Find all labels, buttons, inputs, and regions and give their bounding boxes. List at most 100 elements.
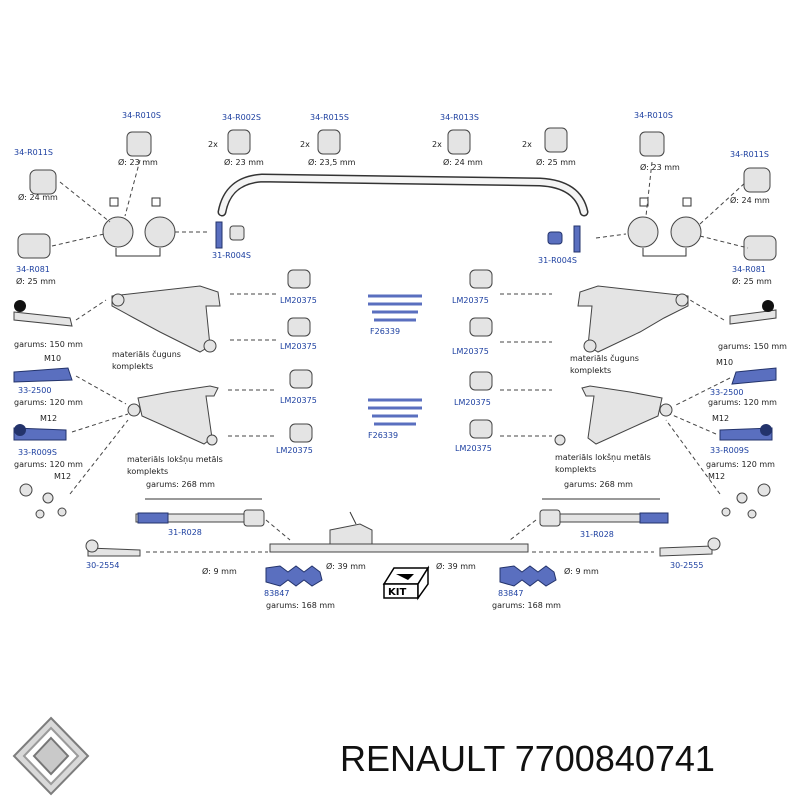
svg-text:34-R081: 34-R081 [732, 265, 766, 274]
silent-block-lm20375-group: LM20375 LM20375 LM20375 LM20375 LM20375 … [276, 269, 493, 455]
svg-text:2x: 2x [300, 140, 310, 149]
svg-text:Ø: 24 mm: Ø: 24 mm [443, 157, 483, 167]
left-tie-rod-31-R028: garums: 268 mm 31-R028 [135, 480, 291, 541]
svg-text:31-R004S: 31-R004S [538, 256, 577, 265]
svg-text:Ø: 9 mm: Ø: 9 mm [202, 566, 237, 576]
svg-text:34-R015S: 34-R015S [310, 113, 349, 122]
right-tie-rod-end-30-2555: 30-2555 Ø: 9 mm [532, 537, 721, 576]
svg-text:materiāls lokšņu metāls: materiāls lokšņu metāls [127, 454, 223, 465]
left-hardware-set-m12: M12 [19, 419, 129, 519]
left-bushing-34-R010S: 34-R010S Ø: 23 mm [118, 111, 161, 167]
svg-text:Ø: 9 mm: Ø: 9 mm [564, 566, 599, 576]
bolt-kit-f26339-upper: F26339 [368, 294, 422, 336]
svg-text:LM20375: LM20375 [454, 398, 491, 407]
right-link-31-R004S: 31-R004S [538, 225, 581, 265]
left-bushing-34-R011S: 34-R011S Ø: 24 mm [14, 148, 58, 202]
svg-text:LM20375: LM20375 [452, 296, 489, 305]
svg-text:31-R028: 31-R028 [168, 528, 202, 537]
left-ball-joint-150: garums: 150 mm [13, 299, 107, 349]
bushing-25mm: 2x Ø: 25 mm [522, 127, 576, 167]
svg-text:LM20375: LM20375 [276, 446, 313, 455]
left-rack-boot-83847: 83847 garums: 168 mm [264, 565, 335, 610]
steering-rack: Ø: 39 mm Ø: 39 mm [269, 511, 529, 571]
svg-text:Ø: 39 mm: Ø: 39 mm [326, 561, 366, 571]
svg-text:M10: M10 [716, 358, 733, 367]
svg-text:31-R028: 31-R028 [580, 530, 614, 539]
left-link-31-R004S: 31-R004S [212, 221, 251, 260]
right-tie-rod-31-R028: garums: 268 mm 31-R028 [509, 480, 669, 541]
svg-text:LM20375: LM20375 [280, 342, 317, 351]
svg-text:LM20375: LM20375 [280, 296, 317, 305]
right-rack-boot-83847: 83847 garums: 168 mm [492, 565, 561, 610]
svg-text:31-R004S: 31-R004S [212, 251, 251, 260]
svg-text:garums: 268 mm: garums: 268 mm [146, 480, 215, 489]
left-bushing-34-R081: 34-R081 Ø: 25 mm [16, 233, 56, 286]
svg-text:garums: 150 mm: garums: 150 mm [14, 340, 83, 349]
svg-text:83847: 83847 [264, 589, 289, 598]
right-bushing-34-R011S: 34-R011S Ø: 24 mm [730, 150, 771, 205]
svg-text:garums: 168 mm: garums: 168 mm [266, 601, 335, 610]
left-lower-control-arm: materiāls lokšņu metāls komplekts [127, 385, 276, 476]
right-clamp-assembly [595, 161, 749, 257]
svg-text:Ø: 23,5 mm: Ø: 23,5 mm [308, 157, 356, 167]
svg-text:F26339: F26339 [368, 431, 398, 440]
part-number: 7700840741 [514, 738, 715, 779]
svg-text:30-2555: 30-2555 [670, 561, 703, 570]
svg-text:34-R002S: 34-R002S [222, 113, 261, 122]
svg-text:M10: M10 [44, 354, 61, 363]
svg-text:30-2554: 30-2554 [86, 561, 119, 570]
bushing-34-R013S: 2x 34-R013S Ø: 24 mm [432, 113, 483, 167]
svg-text:materiāls čuguns: materiāls čuguns [570, 353, 639, 363]
svg-text:2x: 2x [208, 140, 218, 149]
svg-text:garums: 120 mm: garums: 120 mm [14, 398, 83, 407]
svg-text:83847: 83847 [498, 589, 523, 598]
svg-text:F26339: F26339 [370, 327, 400, 336]
right-bushing-34-R081: 34-R081 Ø: 25 mm [732, 235, 777, 286]
renault-logo-icon [12, 716, 90, 796]
svg-text:33-2500: 33-2500 [710, 388, 743, 397]
stabilizer-bar [217, 173, 589, 217]
right-ball-joint-33-2500: M10 33-2500 garums: 120 mm [673, 358, 777, 407]
svg-text:KIT: KIT [388, 587, 406, 598]
kit-box-icon: KIT [382, 565, 430, 601]
right-ball-joint-33-R009S: M12 33-R009S garums: 120 mm [669, 413, 775, 469]
svg-text:komplekts: komplekts [127, 467, 168, 476]
brand-name: RENAULT [340, 738, 505, 779]
bushing-34-R002S: 2x 34-R002S Ø: 23 mm [208, 113, 264, 167]
left-clamp-assembly [51, 159, 208, 257]
right-ball-joint-150: garums: 150 mm [689, 299, 787, 351]
svg-text:komplekts: komplekts [112, 362, 153, 371]
svg-text:Ø: 39 mm: Ø: 39 mm [436, 561, 476, 571]
left-upper-control-arm: materiāls čuguns komplekts [111, 285, 278, 371]
svg-text:Ø: 23 mm: Ø: 23 mm [224, 157, 264, 167]
svg-text:LM20375: LM20375 [452, 347, 489, 356]
bolt-kit-f26339-lower: F26339 [368, 398, 422, 440]
svg-text:33-R009S: 33-R009S [710, 446, 749, 455]
svg-text:M12: M12 [40, 414, 57, 423]
svg-text:33-R009S: 33-R009S [18, 448, 57, 457]
svg-text:34-R010S: 34-R010S [122, 111, 161, 120]
svg-text:34-R081: 34-R081 [16, 265, 50, 274]
svg-text:komplekts: komplekts [555, 465, 596, 474]
svg-text:garums: 120 mm: garums: 120 mm [706, 460, 775, 469]
svg-text:Ø: 25 mm: Ø: 25 mm [16, 276, 56, 286]
right-lower-control-arm: materiāls lokšņu metāls komplekts [500, 385, 673, 474]
svg-text:34-R013S: 34-R013S [440, 113, 479, 122]
svg-text:Ø: 25 mm: Ø: 25 mm [536, 157, 576, 167]
svg-text:Ø: 23 mm: Ø: 23 mm [640, 162, 680, 172]
svg-text:33-2500: 33-2500 [18, 386, 51, 395]
svg-text:garums: 268 mm: garums: 268 mm [564, 480, 633, 489]
left-tie-rod-end-30-2554: 30-2554 Ø: 9 mm [85, 539, 268, 576]
svg-text:LM20375: LM20375 [280, 396, 317, 405]
svg-text:garums: 150 mm: garums: 150 mm [718, 342, 787, 351]
bushing-34-R015S: 2x 34-R015S Ø: 23,5 mm [300, 113, 356, 167]
svg-text:M12: M12 [708, 472, 725, 481]
svg-text:34-R011S: 34-R011S [14, 148, 53, 157]
svg-text:Ø: 24 mm: Ø: 24 mm [730, 195, 770, 205]
svg-text:garums: 120 mm: garums: 120 mm [708, 398, 777, 407]
left-ball-joint-33-R009S: M12 33-R009S garums: 120 mm [13, 413, 129, 469]
svg-text:2x: 2x [432, 140, 442, 149]
svg-text:34-R010S: 34-R010S [634, 111, 673, 120]
svg-text:komplekts: komplekts [570, 366, 611, 375]
